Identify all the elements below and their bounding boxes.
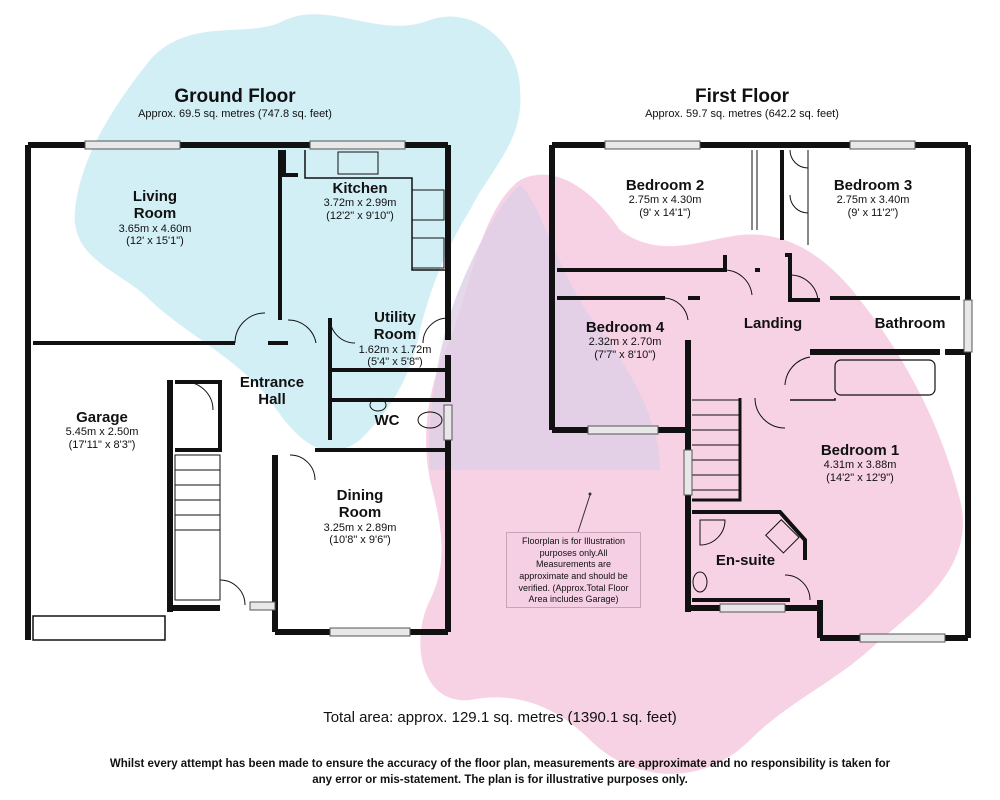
- room-dim-imperial: (12'2" x 9'10"): [326, 209, 394, 222]
- room-landing: Landing: [728, 315, 818, 332]
- room-name: Garage: [76, 409, 128, 426]
- first-floor-windows: [587, 140, 973, 643]
- room-name: Landing: [743, 315, 803, 332]
- first-floor-area: Approx. 59.7 sq. metres (642.2 sq. feet): [645, 108, 839, 120]
- room-dim-metric: 3.72m x 2.99m: [323, 197, 397, 210]
- room-dim-metric: 3.65m x 4.60m: [118, 222, 192, 235]
- room-en-suite: En-suite: [703, 552, 788, 569]
- room-living-room: Living Room 3.65m x 4.60m (12' x 15'1"): [95, 188, 215, 248]
- room-dim-metric: 2.75m x 3.40m: [836, 194, 910, 207]
- total-area: Total area: approx. 129.1 sq. metres (13…: [323, 709, 677, 726]
- room-name: Bedroom 4: [585, 319, 665, 336]
- first-floor-title: First Floor: [695, 86, 789, 107]
- room-dim-metric: 1.62m x 1.72m: [358, 343, 432, 356]
- room-entrance-hall: Entrance Hall: [232, 374, 312, 409]
- room-dim-imperial: (7'7" x 8'10"): [594, 348, 656, 361]
- ground-floor-walls: [25, 142, 451, 641]
- ground-floor-windows: [84, 140, 453, 637]
- room-bedroom-4: Bedroom 4 2.32m x 2.70m (7'7" x 8'10"): [560, 319, 690, 362]
- room-name: WC: [374, 412, 400, 429]
- room-name: Kitchen: [332, 180, 388, 197]
- room-bedroom-3: Bedroom 3 2.75m x 3.40m (9' x 11'2"): [808, 177, 938, 220]
- room-dim-imperial: (17'11" x 8'3"): [68, 438, 136, 451]
- room-name: Living Room: [132, 188, 178, 223]
- room-dim-imperial: (9' x 11'2"): [847, 206, 899, 219]
- room-dim-imperial: (9' x 14'1"): [639, 206, 691, 219]
- room-bathroom: Bathroom: [860, 315, 960, 332]
- room-dim-metric: 4.31m x 3.88m: [823, 459, 897, 472]
- room-name: Bedroom 3: [833, 177, 913, 194]
- room-name: En-suite: [715, 552, 776, 569]
- disclaimer: Whilst every attempt has been made to en…: [109, 758, 891, 786]
- room-utility: Utility Room 1.62m x 1.72m (5'4" x 5'8"): [345, 309, 445, 369]
- room-dim-metric: 5.45m x 2.50m: [65, 426, 139, 439]
- room-name: Utility Room: [373, 309, 417, 344]
- room-wc: WC: [362, 412, 412, 429]
- room-name: Dining Room: [336, 487, 384, 522]
- room-dining-room: Dining Room 3.25m x 2.89m (10'8" x 9'6"): [300, 487, 420, 547]
- room-dim-imperial: (12' x 15'1"): [126, 235, 184, 248]
- room-bedroom-1: Bedroom 1 4.31m x 3.88m (14'2" x 12'9"): [795, 442, 925, 485]
- room-garage: Garage 5.45m x 2.50m (17'11" x 8'3"): [42, 409, 162, 452]
- room-dim-metric: 2.32m x 2.70m: [588, 336, 662, 349]
- room-dim-imperial: (14'2" x 12'9"): [826, 471, 894, 484]
- room-name: Bedroom 1: [820, 442, 900, 459]
- room-dim-imperial: (5'4" x 5'8"): [367, 356, 423, 369]
- room-kitchen: Kitchen 3.72m x 2.99m (12'2" x 9'10"): [300, 180, 420, 223]
- illustration-note: Floorplan is for Illustration purposes o…: [506, 532, 641, 608]
- blue-background-shape: [74, 14, 521, 451]
- room-name: Bedroom 2: [625, 177, 705, 194]
- ground-floor-area: Approx. 69.5 sq. metres (747.8 sq. feet): [138, 108, 332, 120]
- room-name: Bathroom: [874, 315, 946, 332]
- ground-floor-title: Ground Floor: [174, 86, 296, 107]
- room-name: Entrance Hall: [239, 374, 305, 409]
- room-dim-metric: 3.25m x 2.89m: [323, 521, 397, 534]
- room-dim-imperial: (10'8" x 9'6"): [329, 534, 391, 547]
- overlap-shape: [429, 185, 660, 470]
- room-bedroom-2: Bedroom 2 2.75m x 4.30m (9' x 14'1"): [600, 177, 730, 220]
- room-dim-metric: 2.75m x 4.30m: [628, 194, 702, 207]
